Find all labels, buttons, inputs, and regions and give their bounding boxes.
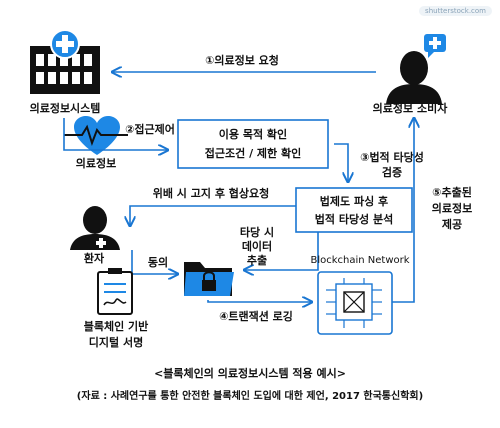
consumer-label: 의료정보 소비자 — [373, 101, 449, 115]
blockchain-network-icon — [317, 271, 393, 335]
heart-monitor-icon — [64, 116, 128, 155]
access-check-line2: 접근조건 / 제한 확인 — [205, 146, 301, 160]
consent-label: 동의 — [148, 255, 168, 269]
extract-line3: 추출 — [247, 253, 267, 267]
extract-line1: 타당 시 — [240, 225, 274, 239]
caption-source: (자료 : 사례연구를 통한 안전한 블록체인 도입에 대한 제언, 2017 … — [77, 389, 423, 402]
consumer-icon — [386, 34, 446, 104]
transaction-log-arrow — [207, 300, 312, 302]
violation-notice-label: 위배 시 고지 후 협상요청 — [153, 186, 270, 200]
legal-check-arrow — [334, 143, 348, 182]
locked-folder-icon — [184, 262, 234, 296]
step3-label-line1: ③법적 타당성 — [360, 150, 424, 164]
blockchain-sig-line1: 블록체인 기반 — [84, 319, 149, 333]
medical-info-label: 의료정보 — [76, 156, 116, 170]
violation-notice-arrow — [130, 205, 296, 226]
step4-label: ④트랜잭션 로깅 — [219, 309, 293, 323]
legal-check-line2: 법적 타당성 분석 — [315, 212, 394, 226]
watermark-label: shutterstock.com — [419, 6, 492, 16]
legal-check-box — [295, 187, 413, 233]
extract-line2: 데이터 — [242, 239, 272, 253]
access-control-arrow — [63, 118, 168, 150]
patient-label: 환자 — [84, 251, 105, 265]
blockchain-network-label: Blockchain Network — [310, 255, 409, 266]
step5-line1: ⑤추출된 — [432, 185, 472, 199]
extract-arrow — [244, 232, 319, 270]
blockchain-sig-line2: 디지털 서명 — [89, 335, 143, 349]
step5-line3: 제공 — [442, 217, 462, 231]
patient-icon — [70, 206, 120, 250]
access-check-box — [177, 119, 329, 169]
step3-label-line2: 검증 — [382, 166, 402, 179]
step1-label: ①의료정보 요청 — [205, 53, 279, 67]
legal-check-line1: 법제도 파싱 후 — [320, 194, 388, 208]
extracted-info-arrow — [392, 118, 414, 303]
hospital-system-label: 의료정보시스템 — [30, 101, 101, 115]
caption-title: <블록체인의 의료정보시스템 적용 예시> — [154, 366, 346, 380]
clipboard-signature-icon — [97, 268, 133, 315]
access-check-line1: 이용 목적 확인 — [219, 127, 287, 141]
hospital-icon — [30, 29, 100, 94]
step2-label: ②접근제어 — [125, 122, 175, 136]
step5-line2: 의료정보 — [432, 201, 472, 215]
